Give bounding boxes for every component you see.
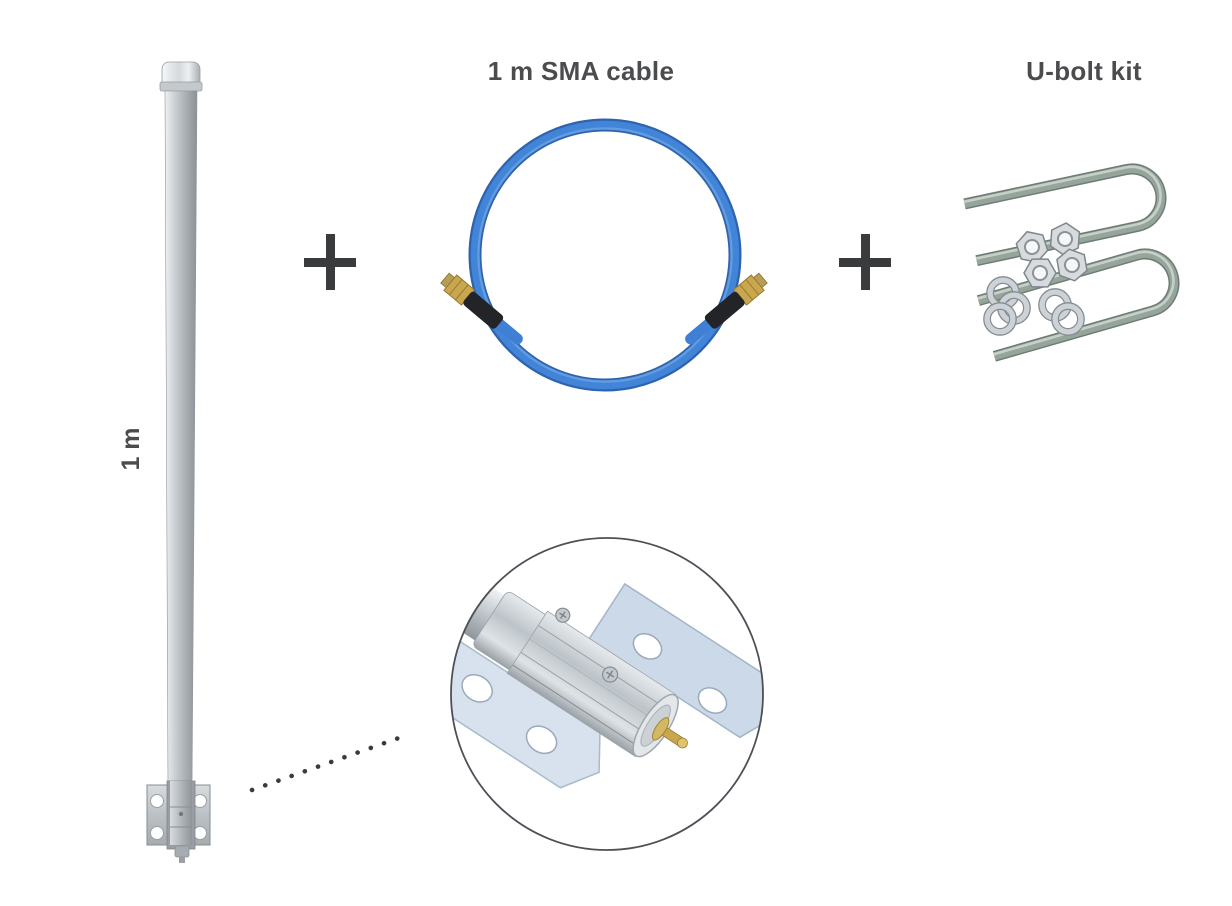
antenna-illustration bbox=[146, 61, 211, 863]
detail-screws bbox=[555, 607, 619, 683]
antenna-length-label: 1 m bbox=[117, 427, 145, 471]
callout-leader-dots bbox=[249, 731, 413, 793]
sma-connector-right bbox=[685, 272, 768, 345]
sma-cable-label: 1 m SMA cable bbox=[487, 56, 675, 86]
antenna-pole bbox=[164, 90, 198, 791]
mount-detail-callout bbox=[450, 537, 764, 851]
detail-channel bbox=[506, 610, 677, 758]
plus-operator-right: + bbox=[839, 234, 891, 290]
cable-coil bbox=[468, 118, 742, 392]
hex-nuts bbox=[1012, 217, 1093, 288]
plus-operator-right-text: + bbox=[839, 234, 840, 235]
sma-connector-left bbox=[440, 272, 523, 345]
u-bolt-kit-illustration bbox=[925, 135, 1185, 385]
sma-cable-illustration bbox=[440, 118, 768, 392]
bracket-plate-upper bbox=[587, 582, 763, 739]
plus-operator-left-text: + bbox=[304, 234, 305, 235]
antenna-bracket bbox=[146, 780, 211, 850]
u-bolt-kit-label: U-bolt kit bbox=[1026, 56, 1142, 86]
plus-operator-left: + bbox=[304, 234, 356, 290]
detail-sma-connector bbox=[632, 693, 688, 758]
antenna-cap bbox=[159, 61, 203, 92]
callout-circle-border bbox=[450, 537, 764, 851]
antenna-connector bbox=[174, 845, 190, 863]
